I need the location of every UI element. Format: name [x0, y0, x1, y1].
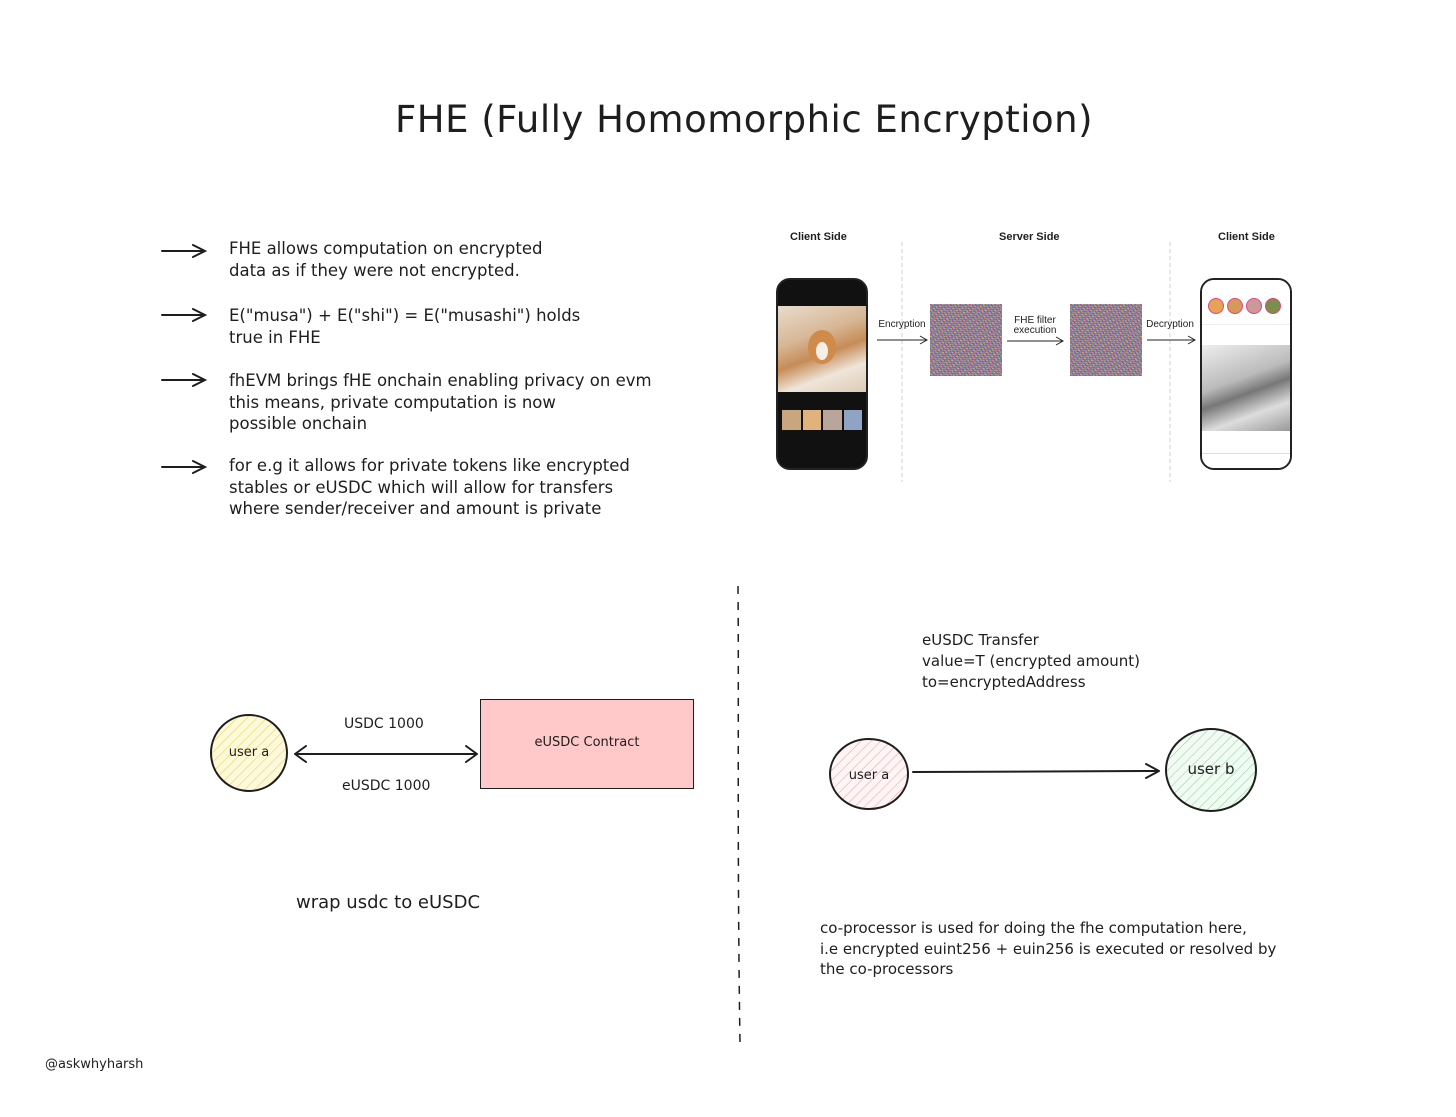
corgi-photo [778, 306, 866, 392]
transfer-label: eUSDC Transfer value=T (encrypted amount… [922, 631, 1140, 691]
phone-mockup-original [776, 278, 868, 470]
bullet-arrow-icon [161, 244, 208, 258]
bullet-arrow-icon [161, 460, 208, 474]
usdc-amount-label: USDC 1000 [344, 716, 424, 732]
fhe-filter-arrow-icon [1007, 336, 1065, 346]
encryption-label: Encryption [878, 319, 926, 330]
page-title: FHE (Fully Homomorphic Encryption) [394, 98, 1094, 141]
user-b-label: user b [1187, 760, 1235, 778]
server-side-label: Server Side [999, 231, 1060, 243]
filtered-photo [1202, 345, 1290, 431]
fhe-filter-label: FHE filter execution [1013, 315, 1057, 336]
author-handle: @askwhyharsh [45, 1057, 144, 1072]
wrap-caption: wrap usdc to eUSDC [296, 892, 481, 913]
bullet-item: for e.g it allows for private tokens lik… [229, 456, 630, 518]
decryption-label: Decryption [1146, 319, 1194, 330]
decryption-arrow-icon [1147, 335, 1197, 345]
encryption-arrow-icon [877, 335, 929, 345]
bullet-arrow-icon [161, 373, 208, 387]
encrypted-noise-image [1070, 304, 1142, 376]
encrypted-noise-image [930, 304, 1002, 376]
eusdc-contract-box [480, 699, 694, 789]
user-a-label: user a [848, 768, 890, 783]
section-divider-lines [901, 242, 1171, 482]
user-b-node [1165, 728, 1257, 812]
user-a-node [210, 714, 288, 792]
eusdc-contract-label: eUSDC Contract [534, 735, 640, 750]
user-a-label: user a [228, 745, 270, 760]
eusdc-amount-label: eUSDC 1000 [342, 778, 431, 794]
phone-mockup-filtered [1200, 278, 1292, 470]
user-a-node [829, 738, 909, 810]
transfer-arrow-icon [912, 763, 1160, 779]
bullet-arrow-icon [161, 308, 208, 322]
double-arrow-icon [294, 745, 478, 763]
client-side-label: Client Side [1218, 231, 1275, 243]
co-processor-note: co-processor is used for doing the fhe c… [820, 919, 1277, 978]
bullet-item: E("musa") + E("shi") = E("musashi") hold… [229, 306, 581, 347]
bullet-item: fhEVM brings fHE onchain enabling privac… [229, 371, 652, 433]
story-avatars [1202, 294, 1290, 324]
filter-thumbnails [778, 410, 866, 430]
client-side-label: Client Side [790, 231, 847, 243]
bullet-item: FHE allows computation on encrypted data… [229, 239, 543, 280]
section-divider [737, 585, 741, 1045]
